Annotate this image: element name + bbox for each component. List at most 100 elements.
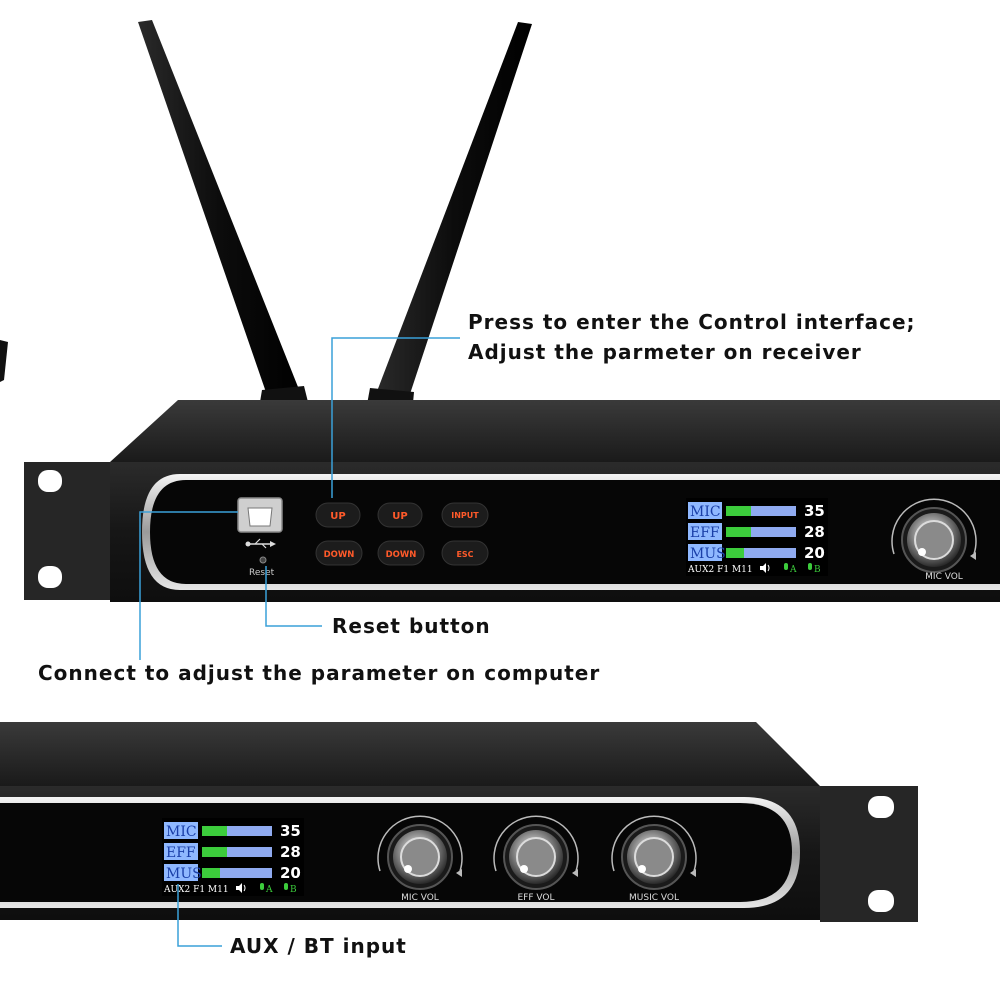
rack-hole <box>868 796 894 818</box>
lcd-level-fill <box>726 506 751 516</box>
lcd-level-track <box>726 527 796 537</box>
callout-control-line2: Adjust the parmeter on receiver <box>468 340 862 364</box>
button-label: DOWN <box>386 550 417 560</box>
lcd-level-track <box>726 548 796 558</box>
mic-icon <box>284 883 288 890</box>
button-label: UP <box>392 511 407 522</box>
lcd-level-track <box>202 847 272 857</box>
button-label: INPUT <box>451 511 479 520</box>
lcd-label-bg <box>688 523 722 540</box>
lcd-label-bg <box>164 843 198 860</box>
knob-arrow <box>690 869 696 877</box>
mic-icon <box>260 883 264 890</box>
control-button-down-2[interactable]: DOWN <box>377 540 425 566</box>
lcd-level-track <box>726 506 796 516</box>
antenna-left-icon <box>138 20 310 414</box>
knob-icon[interactable] <box>891 498 977 573</box>
lcd-label: MIC <box>690 504 721 520</box>
control-button-input[interactable]: INPUT <box>441 502 489 528</box>
lcd-label-bg <box>688 502 722 519</box>
knob-indicator-dot <box>638 865 646 873</box>
lcd-label: EFF <box>690 525 720 541</box>
callout-usb: Connect to adjust the parameter on compu… <box>38 661 601 685</box>
lcd-level-track <box>202 826 272 836</box>
button-label: DOWN <box>324 550 355 560</box>
callout-line-reset <box>265 566 322 627</box>
rack-hole <box>868 890 894 912</box>
lcd-value: 20 <box>804 544 825 562</box>
lcd-level-fill <box>726 527 751 537</box>
rack-ear-right <box>820 786 918 922</box>
control-button-esc[interactable]: ESC <box>441 540 489 566</box>
knob-scale-arc <box>493 815 579 872</box>
mic-icon <box>784 563 788 570</box>
button-label: ESC <box>456 550 473 559</box>
lcd-status-text: AUX2 F1 M11 <box>163 885 229 895</box>
lcd-channel-b: B <box>290 885 297 895</box>
lcd-value: 35 <box>280 822 301 840</box>
lcd-level-fill <box>202 847 227 857</box>
reset-hole-icon[interactable] <box>259 556 267 564</box>
knob-icon[interactable] <box>493 815 579 890</box>
lcd-label: MIC <box>166 824 197 840</box>
callout-reset: Reset button <box>332 614 491 638</box>
callout-line-control <box>331 337 460 498</box>
lcd-level-fill <box>726 548 744 558</box>
callout-lines <box>139 337 460 947</box>
lcd-value: 28 <box>804 523 825 541</box>
knob-label-eff-vol: EFF VOL <box>518 893 555 903</box>
lcd-label: EFF <box>166 845 196 861</box>
lcd-value: 20 <box>280 864 301 882</box>
knob-label-mic-vol: MIC VOL <box>925 572 963 582</box>
rack-hole <box>38 566 62 588</box>
callout-control-line1: Press to enter the Control interface; <box>468 310 916 334</box>
control-button-down-1[interactable]: DOWN <box>315 540 363 566</box>
knob-indicator-dot <box>404 865 412 873</box>
rack-ear-left <box>24 462 110 600</box>
button-label: UP <box>330 511 345 522</box>
speaker-icon <box>760 563 770 573</box>
callout-aux: AUX / BT input <box>230 934 407 958</box>
lcd-label-bg <box>164 864 198 881</box>
lcd-level-fill <box>202 826 227 836</box>
lcd-label: MUS <box>690 546 726 562</box>
mic-icon <box>808 563 812 570</box>
reset-label: Reset <box>249 568 275 578</box>
knob-label-music-vol: MUSIC VOL <box>629 893 679 903</box>
lcd-label-bg <box>164 822 198 839</box>
lcd-level-fill <box>202 868 220 878</box>
knob-indicator-dot <box>918 548 926 556</box>
lcd-label-bg <box>688 544 722 561</box>
knob-label-mic-vol: MIC VOL <box>401 893 439 903</box>
lcd-channel-a: A <box>789 565 797 575</box>
lcd-channel-b: B <box>814 565 821 575</box>
knob-scale-arc <box>377 815 463 872</box>
usb-port-icon[interactable] <box>237 497 283 533</box>
rack-hole <box>38 470 62 492</box>
knob-icon[interactable] <box>377 815 463 890</box>
lcd-value: 35 <box>804 502 825 520</box>
control-button-up-2[interactable]: UP <box>377 502 423 528</box>
top-receiver-unit: Reset UP UP INPUT DOWN DOWN ESC MIC 35EFF… <box>24 400 1000 602</box>
lcd-status-text: AUX2 F1 M11 <box>687 565 753 575</box>
control-button-up-1[interactable]: UP <box>315 502 361 528</box>
knob-indicator-dot <box>520 865 528 873</box>
callout-line-aux <box>177 884 222 947</box>
lcd-label: MUS <box>166 866 202 882</box>
lcd-channel-a: A <box>265 885 273 895</box>
usb-symbol-icon <box>245 538 276 549</box>
knob-arrow <box>572 869 578 877</box>
knob-arrow <box>970 552 976 560</box>
lcd-level-track <box>202 868 272 878</box>
lcd-value: 28 <box>280 843 301 861</box>
speaker-icon <box>236 883 246 893</box>
knob-scale-arc <box>891 498 977 555</box>
knob-scale-arc <box>611 815 697 872</box>
knob-icon[interactable] <box>611 815 697 890</box>
callout-line-usb <box>139 511 238 660</box>
